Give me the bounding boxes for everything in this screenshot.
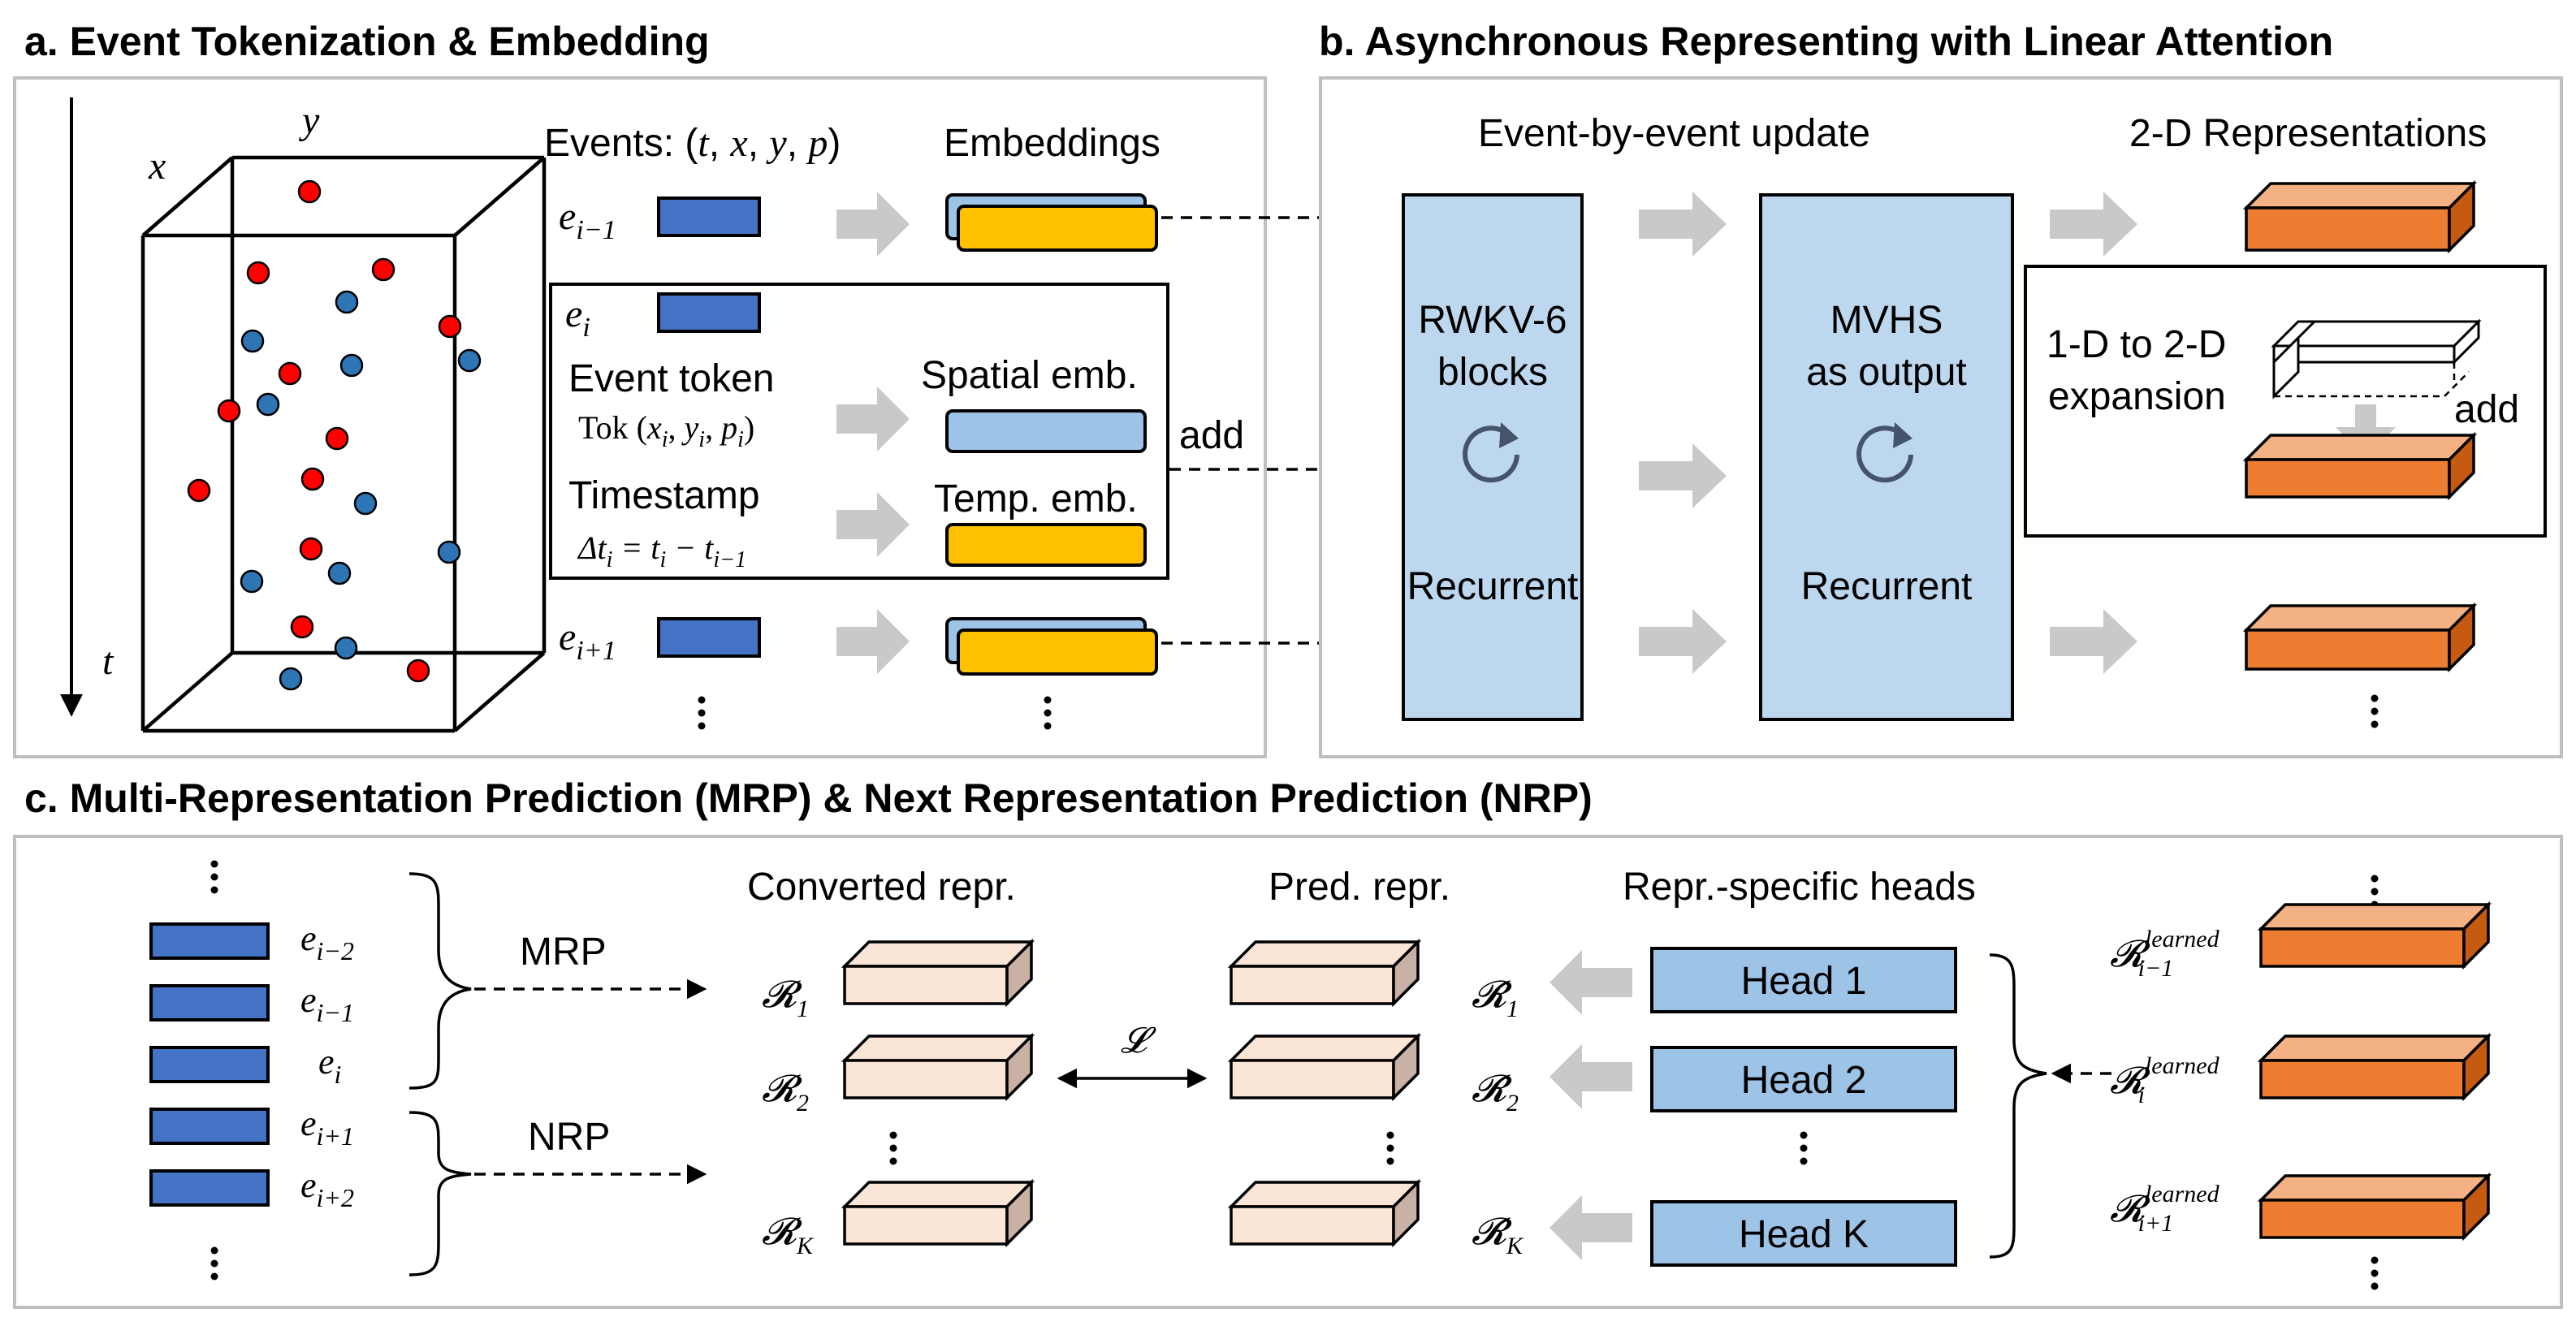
heads-header: Repr.-specific heads (1623, 866, 1976, 909)
mvhs-block (1759, 193, 2014, 721)
token-next (657, 617, 761, 658)
token-c-4 (149, 1108, 270, 1145)
rwkv-block (1402, 193, 1584, 721)
axis-t-label: t (102, 640, 115, 683)
ellipsis-converted (889, 1131, 897, 1165)
heads-brace (1989, 953, 2047, 1259)
one-d-token-box (2271, 318, 2482, 400)
ellipsis-b (2371, 694, 2379, 728)
pred-slab-k (1227, 1178, 1422, 1248)
head-arrow-2 (1549, 1044, 1632, 1109)
repr-header: 2-D Representations (2129, 112, 2487, 155)
token-cur (657, 292, 761, 333)
repr-slab-bot (2242, 602, 2478, 673)
repr-slab-mid (2242, 431, 2478, 501)
pred-slab-1 (1227, 938, 1422, 1008)
head-2 (1650, 1046, 1957, 1112)
spatial-emb-label: Spatial emb. (921, 354, 1138, 397)
ellipsis-pred (1386, 1131, 1394, 1165)
head-arrow-1 (1549, 950, 1632, 1015)
arrow-spatial (836, 387, 910, 451)
repr-slab-top (2242, 179, 2478, 254)
arrow-b1-mid (1639, 443, 1727, 508)
mvhs-line2: as output (1806, 351, 1966, 394)
converted-header: Converted repr. (747, 866, 1016, 909)
head-k (1650, 1200, 1957, 1267)
event-dots (187, 179, 482, 691)
mrp-label: MRP (520, 931, 607, 974)
rwkv-line2: blocks (1437, 351, 1548, 394)
temporal-emb (945, 523, 1147, 567)
converted-slab-k (841, 1178, 1035, 1248)
spatial-emb (945, 409, 1147, 453)
ellipsis-c-top (210, 860, 218, 894)
converted-slab-1 (841, 938, 1035, 1008)
head-1-label: Head 1 (1741, 960, 1867, 1003)
section-c-title: c. Multi-Representation Prediction (MRP)… (24, 775, 1593, 821)
token-prev (657, 197, 761, 237)
ellipsis-heads (1800, 1131, 1808, 1165)
temporal-emb-next (957, 628, 1158, 676)
arrow-b2-bot (2050, 609, 2137, 674)
token-c-5 (149, 1169, 270, 1207)
learned-slab-3 (2257, 1172, 2492, 1242)
pred-label-1: 𝓡̂1 (1472, 974, 1519, 1022)
dt-formula: Δti = ti − ti−1 (577, 529, 746, 572)
learned-slab-1 (2257, 901, 2492, 970)
head-k-label: Head K (1739, 1213, 1869, 1256)
token-c-1 (149, 922, 270, 960)
expansion-arrow (2336, 404, 2396, 458)
rwkv-line1: RWKV-6 (1418, 299, 1567, 342)
arrow-temporal (836, 492, 910, 557)
temporal-emb-prev (957, 205, 1158, 252)
arrow-b1-bot (1639, 609, 1727, 674)
nrp-label: NRP (528, 1116, 610, 1159)
axis-x-label: x (148, 145, 166, 188)
brace-mrp (408, 872, 472, 1090)
arrow-b2-top (2050, 192, 2137, 257)
expansion-line1: 1-D to 2-D (2047, 323, 2226, 366)
recurrent-icon-2 (1856, 422, 1913, 483)
event-token-label: Event token (568, 357, 775, 400)
arrow-b1-top (1639, 192, 1727, 257)
ellipsis-c-bot (210, 1246, 218, 1281)
token-c-3 (149, 1046, 270, 1083)
events-header: Events: (t, x, y, p) (544, 122, 841, 165)
update-header: Event-by-event update (1478, 112, 1870, 155)
brace-nrp (408, 1111, 472, 1276)
rwkv-bottom: Recurrent (1407, 565, 1579, 608)
head-arrow-k (1549, 1195, 1632, 1260)
learned-slab-2 (2257, 1032, 2492, 1102)
arrow-prev (836, 192, 910, 257)
expansion-line2: expansion (2048, 375, 2226, 418)
arrow-next (836, 609, 910, 674)
timestamp-label: Timestamp (568, 474, 760, 517)
temp-emb-label: Temp. emb. (934, 477, 1138, 520)
recurrent-icon-1 (1463, 422, 1519, 483)
head-2-label: Head 2 (1741, 1059, 1867, 1102)
tok-formula: Tok (xi, yi, pi) (578, 409, 754, 452)
converted-slab-2 (841, 1032, 1035, 1102)
embeddings-header: Embeddings (944, 122, 1160, 165)
head-1 (1650, 947, 1957, 1013)
pred-slab-2 (1227, 1032, 1422, 1102)
event-cube (140, 155, 547, 733)
ellipsis-a-emb (1044, 696, 1052, 730)
token-c-2 (149, 984, 270, 1021)
add-label-a: add (1179, 414, 1244, 457)
add-label-b: add (2454, 388, 2519, 431)
axis-y-label: y (298, 99, 320, 142)
mvhs-line1: MVHS (1830, 299, 1943, 342)
section-a-title: a. Event Tokenization & Embedding (24, 19, 710, 64)
ellipsis-learned-bot (2371, 1256, 2379, 1290)
mvhs-bottom: Recurrent (1801, 565, 1973, 608)
pred-header: Pred. repr. (1269, 866, 1450, 909)
ellipsis-a-tokens (698, 696, 706, 730)
section-b-title: b. Asynchronous Representing with Linear… (1319, 19, 2333, 64)
